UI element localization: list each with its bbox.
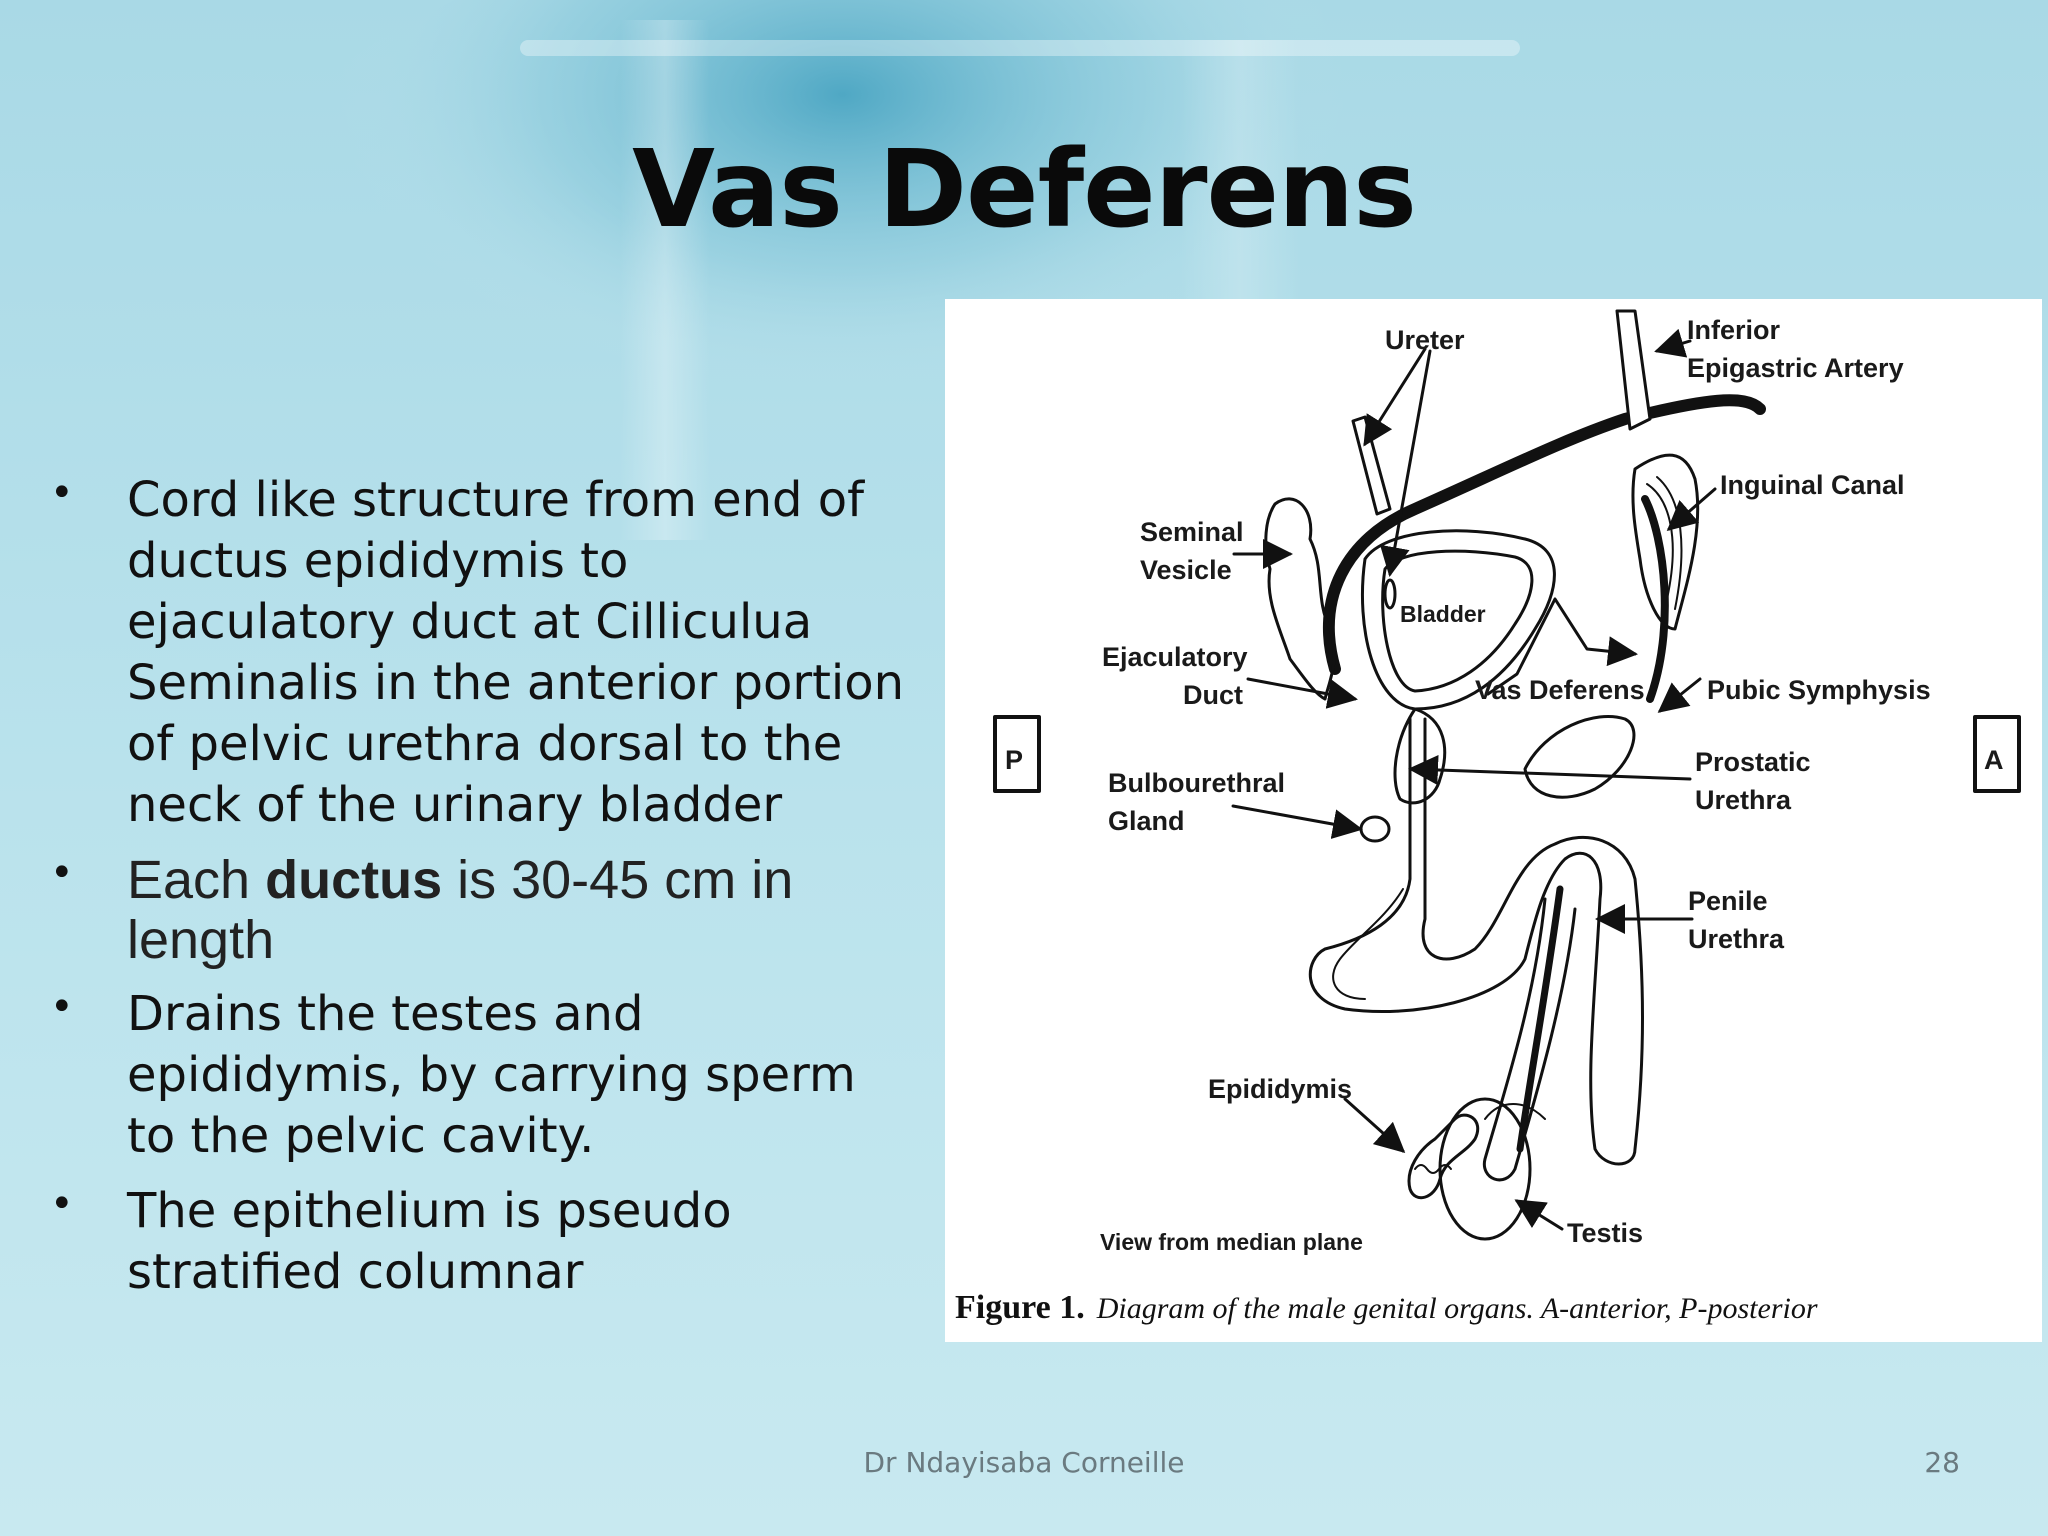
bullet-text: Each ductus is 30-45 cm in length [127,850,908,970]
label-bladder: Bladder [1400,601,1486,627]
bullet-text: Cord like structure from end of ductus e… [127,470,908,836]
label-gland: Gland [1108,806,1185,836]
inferior-epigastric-artery [1617,311,1650,429]
bullet-symbol: • [50,470,74,516]
seminal-vesicle-shape [1266,499,1334,699]
bullet-item: • The epithelium is pseudo stratified co… [48,1181,908,1303]
bullet-text-bold: ductus [265,850,442,910]
bullet-item: • Each ductus is 30-45 cm in length [48,850,908,970]
label-p: P [1005,745,1023,775]
label-ureter: Ureter [1385,325,1465,355]
bullet-text: The epithelium is pseudo stratified colu… [127,1181,908,1303]
genital-organs-diagram: Ureter Inferior Epigastric Artery Inguin… [945,299,2042,1342]
label-a: A [1984,745,2004,775]
label-inferior: Inferior [1687,315,1781,345]
caption-description: Diagram of the male genital organs. A-an… [1097,1292,1818,1325]
label-epigastric-artery: Epigastric Artery [1687,353,1904,383]
label-prostatic: Prostatic [1695,747,1811,777]
bullet-symbol: • [50,850,74,896]
prostate-shape [1395,709,1445,803]
slide-number: 28 [1880,1446,1960,1479]
label-bulbourethral: Bulbourethral [1108,768,1285,798]
label-vas-deferens: Vas Deferens [1475,675,1645,705]
bullet-symbol: • [50,984,74,1030]
label-ejaculatory: Ejaculatory [1102,642,1248,672]
epididymis-shape [1409,1115,1478,1198]
ureter-opening [1385,580,1395,608]
label-pubic-symphysis: Pubic Symphysis [1707,675,1931,705]
footer-author: Dr Ndayisaba Corneille [0,1446,2048,1479]
anatomy-figure: Ureter Inferior Epigastric Artery Inguin… [945,299,2042,1342]
caption-figure-number: Figure 1. [955,1289,1085,1326]
urethra-shape [1310,719,1642,1164]
bullet-item: • Drains the testes and epididymis, by c… [48,984,908,1167]
bullet-symbol: • [50,1181,74,1227]
label-testis: Testis [1567,1218,1643,1248]
bullet-text: Drains the testes and epididymis, by car… [127,984,908,1167]
label-duct: Duct [1183,680,1243,710]
bullet-item: • Cord like structure from end of ductus… [48,470,908,836]
label-epididymis: Epididymis [1208,1074,1352,1104]
label-view: View from median plane [1100,1229,1363,1255]
label-penile-urethra: Urethra [1688,924,1785,954]
label-penile: Penile [1688,886,1768,916]
label-urethra: Urethra [1695,785,1792,815]
figure-caption: Figure 1. Diagram of the male genital org… [955,1289,1818,1327]
label-seminal: Seminal [1140,517,1244,547]
pubic-symphysis-shape [1525,716,1634,797]
bullet-text-pre: Each [127,850,265,910]
bullet-list: • Cord like structure from end of ductus… [48,470,908,1317]
slide-title: Vas Deferens [0,128,2048,252]
label-vesicle: Vesicle [1140,555,1232,585]
bulbourethral-gland-shape [1361,817,1389,841]
label-inguinal-canal: Inguinal Canal [1720,470,1905,500]
